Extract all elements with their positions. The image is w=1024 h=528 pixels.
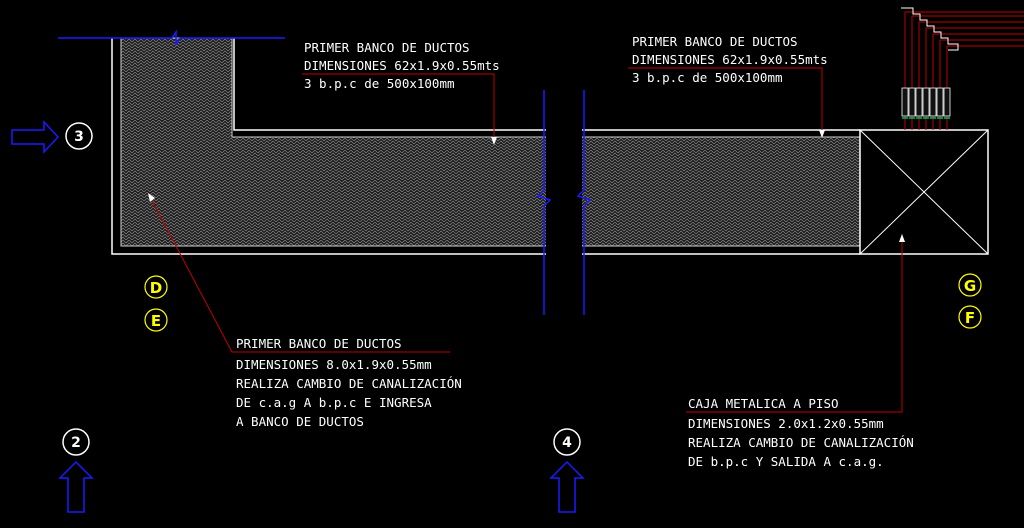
note-line: REALIZA CAMBIO DE CANALIZACIÓN [688, 435, 914, 450]
note-line: 3 b.p.c de 500x100mm [304, 76, 455, 91]
arrow-up-icon [549, 460, 585, 513]
grid-marker-d: D [144, 275, 168, 299]
note-line: PRIMER BANCO DE DUCTOS [304, 40, 470, 55]
grid-marker-g: G [958, 273, 982, 297]
note-top-right: PRIMER BANCO DE DUCTOS DIMENSIONES 62x1.… [632, 34, 828, 85]
grid-marker-e: E [144, 308, 168, 332]
grid-marker-f: F [958, 305, 982, 329]
note-line: DIMENSIONES 62x1.9x0.55mts [304, 58, 500, 73]
grid-letter-f: F [965, 309, 975, 327]
note-bottom-right: CAJA METALICA A PISO DIMENSIONES 2.0x1.2… [688, 396, 914, 469]
note-top-left: PRIMER BANCO DE DUCTOS DIMENSIONES 62x1.… [304, 40, 500, 91]
arrow-right-icon [11, 120, 60, 154]
duct-bank-outline [111, 38, 860, 255]
note-line: DE c.a.g A b.p.c E INGRESA [236, 395, 432, 410]
note-line: DE b.p.c Y SALIDA A c.a.g. [688, 454, 884, 469]
leader-bottom-right [686, 234, 903, 413]
note-line: CAJA METALICA A PISO [688, 396, 839, 411]
note-line: REALIZA CAMBIO DE CANALIZACIÓN [236, 376, 462, 391]
grid-letter-e: E [151, 312, 161, 330]
leader-bottom-left [147, 192, 450, 353]
axis-label-4: 4 [562, 435, 572, 451]
axis-marker-4: 4 [549, 428, 585, 513]
grid-letter-d: D [150, 279, 162, 297]
conduit-bundle [901, 7, 1024, 130]
grid-letter-g: G [964, 277, 976, 295]
leader-top-right [628, 67, 823, 138]
note-line: DIMENSIONES 62x1.9x0.55mts [632, 52, 828, 67]
note-bottom-left: PRIMER BANCO DE DUCTOS DIMENSIONES 8.0x1… [236, 336, 462, 429]
note-line: PRIMER BANCO DE DUCTOS [236, 336, 402, 351]
note-line: PRIMER BANCO DE DUCTOS [632, 34, 798, 49]
axis-label-3: 3 [74, 129, 84, 145]
metal-floor-box [859, 129, 989, 255]
duct-bank-inner-outline [233, 38, 860, 131]
axis-marker-2: 2 [58, 428, 94, 513]
note-line: DIMENSIONES 2.0x1.2x0.55mm [688, 416, 884, 431]
top-axis-line [58, 29, 285, 47]
note-line: DIMENSIONES 8.0x1.9x0.55mm [236, 357, 432, 372]
note-line: 3 b.p.c de 500x100mm [632, 70, 783, 85]
leader-lines [147, 67, 903, 413]
note-line: A BANCO DE DUCTOS [236, 414, 364, 429]
axis-label-2: 2 [71, 435, 81, 451]
axis-marker-3: 3 [11, 120, 93, 154]
leader-top-left [302, 73, 495, 145]
section-break [536, 90, 592, 315]
arrow-up-icon [58, 460, 94, 513]
